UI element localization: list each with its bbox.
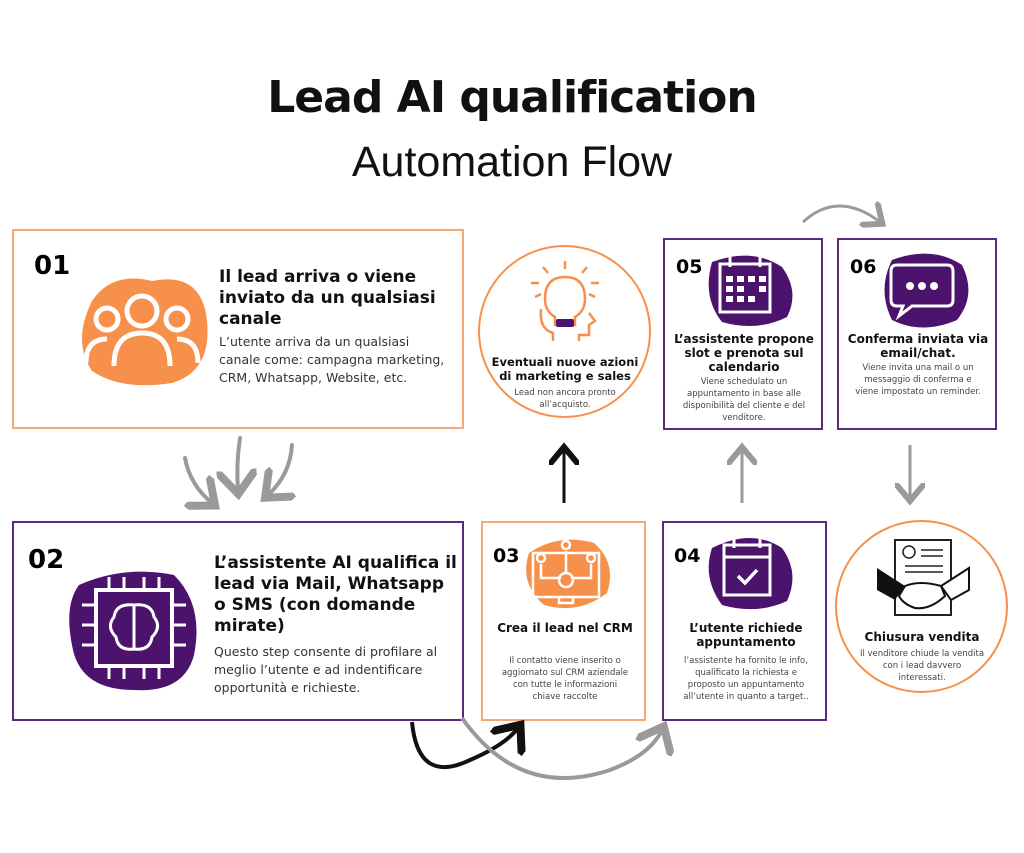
step-number: 04 — [674, 545, 701, 567]
step-number: 02 — [28, 545, 65, 575]
ai-brain-chip-icon — [69, 571, 197, 691]
step-number: 03 — [493, 545, 520, 567]
step-number: 06 — [850, 256, 877, 278]
step-04-card: 04 L’utente richiede appuntamento l’assi… — [662, 521, 827, 721]
crm-network-icon — [526, 539, 611, 609]
step-title: L’utente richiede appuntamento — [689, 621, 803, 649]
closing-circle: Chiusura vendita Il venditore chiude la … — [835, 520, 1008, 693]
step-text: Questo step consente di profilare al meg… — [214, 644, 438, 695]
step-title: Il lead arriva o viene inviato da un qua… — [219, 267, 436, 329]
handshake-contract-icon — [877, 539, 970, 616]
step-title: L’assistente propone slot e prenota sul … — [674, 332, 814, 374]
chat-bubbles-icon — [884, 253, 969, 328]
lightbulb-head-icon — [531, 261, 599, 341]
step-number: 05 — [676, 256, 703, 278]
step-title: Conferma inviata via email/chat. — [847, 332, 989, 360]
arrow-02-to-03 — [410, 722, 518, 770]
step-text: l’assistente ha fornito le info, qualifi… — [683, 656, 809, 702]
arrow-01-to-02 — [183, 436, 292, 503]
branch-text: Lead non ancora pronto all’acquisto. — [514, 388, 616, 410]
arrow-03-to-04 — [460, 716, 662, 780]
step-title: Crea il lead nel CRM — [497, 621, 633, 635]
branch-circle: Eventuali nuove azioni di marketing e sa… — [478, 245, 651, 418]
step-text: Viene invita una mail o un messaggio di … — [855, 363, 981, 397]
users-group-icon — [82, 278, 208, 386]
step-02-card: 02 L’assistente AI qualifica il lead via… — [12, 521, 464, 721]
step-05-card: 05 L’assistente propone slot e prenota s… — [663, 238, 823, 430]
step-03-card: 03 Crea il lead nel CRM Il contatto vien… — [481, 521, 646, 721]
closing-title: Chiusura vendita — [864, 630, 980, 644]
step-text: L’utente arriva da un qualsiasi canale c… — [219, 334, 445, 385]
calendar-grid-icon — [708, 255, 793, 326]
step-06-card: 06 Conferma inviata via email/chat. Vien… — [837, 238, 997, 430]
arrow-05-to-06 — [801, 206, 880, 222]
title-line-1: Lead AI qualification — [267, 72, 757, 123]
step-01-card: 01 Il lead arriva o viene inviato da un … — [12, 229, 464, 429]
branch-title: Eventuali nuove azioni di marketing e sa… — [491, 355, 639, 383]
calendar-check-icon — [708, 538, 793, 610]
closing-text: Il venditore chiude la vendita con i lea… — [859, 649, 985, 683]
step-text: Viene schedulato un appuntamento in base… — [682, 377, 806, 423]
step-text: Il contatto viene inserito o aggiornato … — [501, 656, 629, 702]
step-number: 01 — [34, 251, 71, 281]
title-line-2: Automation Flow — [351, 138, 673, 186]
step-title: L’assistente AI qualifica il lead via Ma… — [214, 553, 457, 636]
